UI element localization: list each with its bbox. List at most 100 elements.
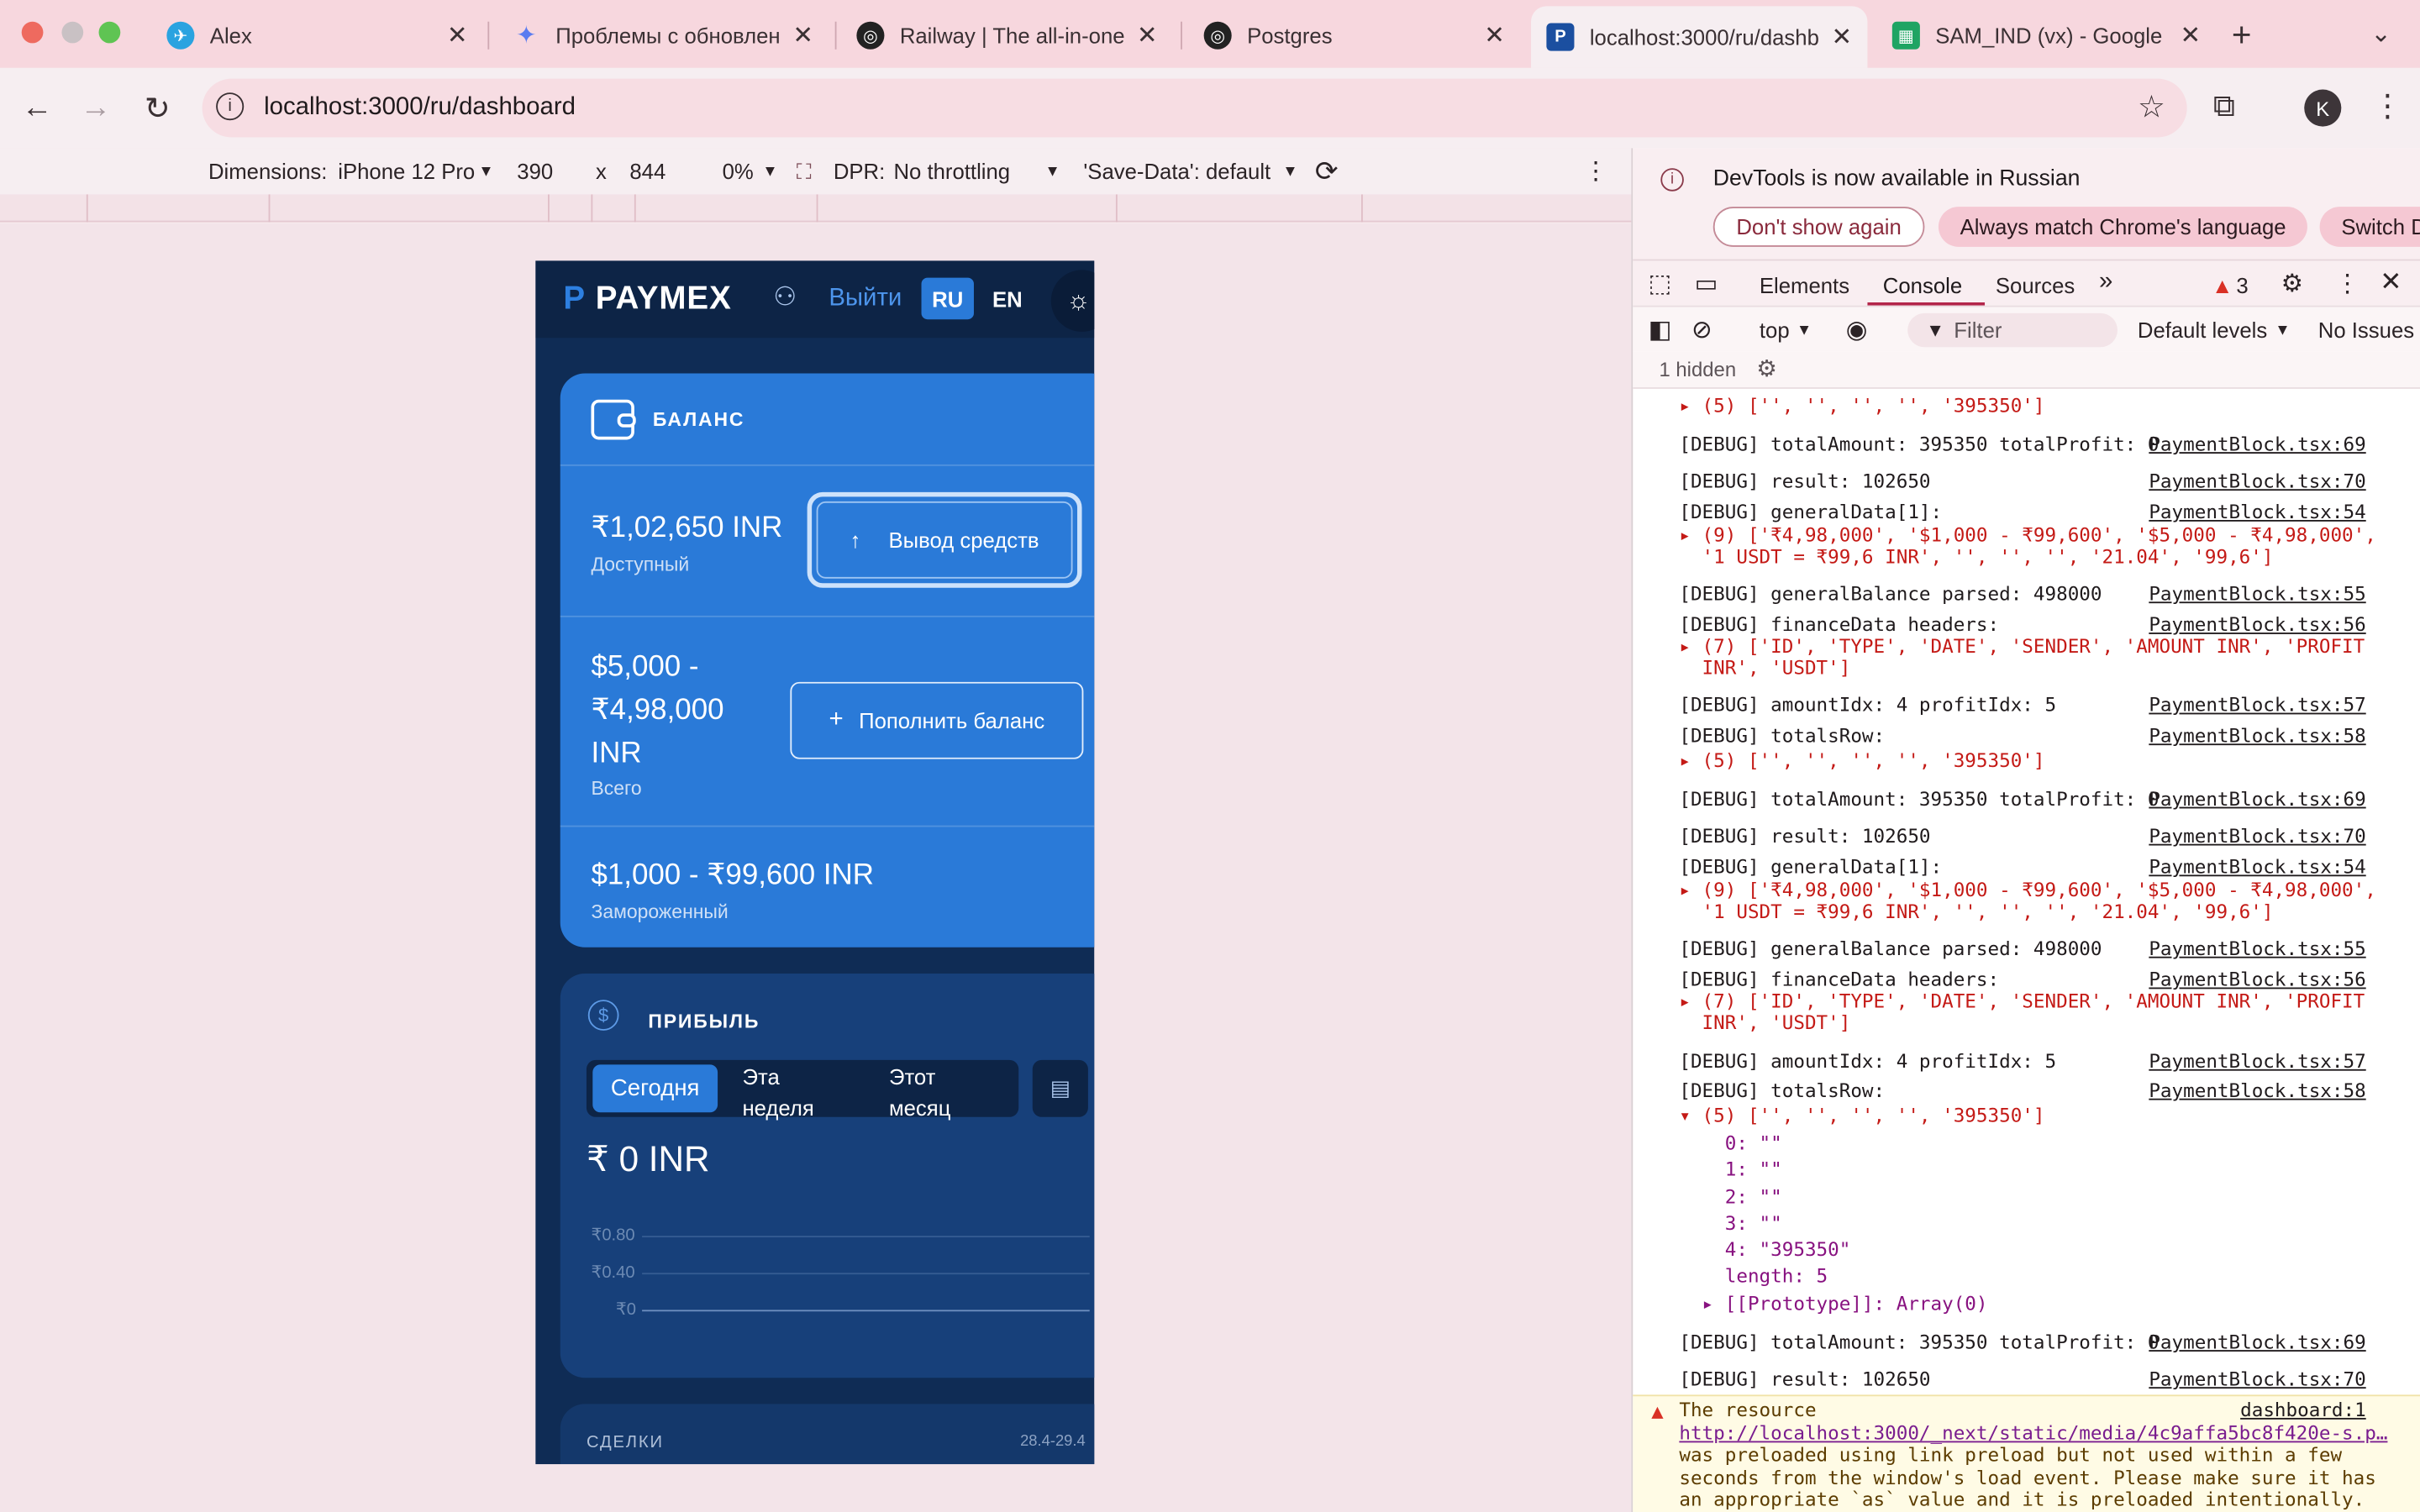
console-source-link[interactable]: PaymentBlock.tsx:69 (2149, 788, 2366, 811)
settings-gear-icon[interactable]: ⚙ (2281, 271, 2304, 298)
tab-sources[interactable]: Sources (1995, 273, 2075, 298)
tab-console[interactable]: Console (1882, 273, 1963, 298)
chevron-down-icon[interactable]: ⌄ (2370, 21, 2391, 48)
always-match-button[interactable]: Always match Chrome's language (1938, 207, 2308, 247)
tab-sheets[interactable]: ▦ SAM_IND (vx) - Google ✕ (1876, 9, 2216, 61)
forward-icon[interactable]: → (80, 90, 112, 124)
console-line[interactable]: ▸ (7) ['ID', 'TYPE', 'DATE', 'SENDER', '… (1679, 990, 2365, 1012)
warning-source-link[interactable]: dashboard:1 (2240, 1399, 2366, 1421)
tab-postgres[interactable]: ◎ Postgres ✕ (1188, 9, 1520, 61)
console-line[interactable]: ▸ (5) ['', '', '', '', '395350'] (1679, 749, 2045, 772)
console-source-link[interactable]: PaymentBlock.tsx:56 (2149, 614, 2366, 636)
close-window-button[interactable] (21, 21, 44, 44)
console-source-link[interactable]: PaymentBlock.tsx:69 (2149, 1331, 2366, 1353)
withdraw-button[interactable]: ↑ Вывод средств (807, 491, 1082, 588)
close-tab-icon[interactable]: ✕ (1484, 23, 1505, 50)
tab-elements[interactable]: Elements (1759, 273, 1850, 298)
console-line: 1: "" (1679, 1158, 1782, 1181)
tab-today[interactable]: Сегодня (592, 1064, 718, 1113)
rotate-icon[interactable]: ⟳ (1314, 155, 1339, 186)
device-toggle-icon[interactable]: ▭ (1694, 271, 1718, 298)
console-line[interactable]: ▸ [[Prototype]]: Array(0) (1679, 1293, 1988, 1315)
no-issues-label[interactable]: No Issues (2317, 318, 2415, 343)
tab-localhost[interactable]: P localhost:3000/ru/dashb ✕ (1531, 6, 1868, 68)
console-source-link[interactable]: PaymentBlock.tsx:54 (2149, 501, 2366, 523)
console-line[interactable]: ▾ (5) ['', '', '', '', '395350'] (1679, 1105, 2045, 1126)
height-input[interactable]: 844 (629, 159, 666, 184)
console-source-link[interactable]: PaymentBlock.tsx:55 (2149, 583, 2366, 605)
console-source-link[interactable]: PaymentBlock.tsx:56 (2149, 969, 2366, 991)
console-source-link[interactable]: PaymentBlock.tsx:70 (2149, 470, 2366, 492)
logout-link[interactable]: Выйти (829, 285, 902, 312)
inspect-icon[interactable]: ⬚ (1648, 271, 1672, 298)
width-input[interactable]: 390 (517, 159, 554, 184)
bookmark-star-icon[interactable]: ☆ (2137, 91, 2165, 125)
minimize-window-button[interactable] (61, 21, 84, 44)
dont-show-button[interactable]: Don't show again (1712, 207, 1925, 247)
chevron-down-icon: ▼ (478, 162, 494, 180)
tab-gemini[interactable]: ✦ Проблемы с обновлени ✕ (497, 9, 829, 61)
tab-railway[interactable]: ◎ Railway | The all-in-one ✕ (841, 9, 1173, 61)
console-line[interactable]: ▸ (9) ['₹4,98,000', '$1,000 - ₹99,600', … (1679, 879, 2376, 901)
more-tabs-icon[interactable]: » (2098, 268, 2113, 295)
theme-toggle-icon[interactable]: ☼ (1050, 270, 1095, 332)
close-tab-icon[interactable]: ✕ (2180, 23, 2202, 50)
close-tab-icon[interactable]: ✕ (792, 23, 813, 50)
close-tab-icon[interactable]: ✕ (1136, 23, 1158, 50)
back-icon[interactable]: ← (21, 90, 53, 124)
console-filter-bar: ◧ ⊘ top ▼ ◉ ▼ Filter Default levels ▼ No… (1633, 305, 2420, 352)
console-line: [DEBUG] generalData[1]: (1679, 501, 1943, 523)
deals-title: СДЕЛКИ (586, 1433, 664, 1452)
device-select[interactable]: iPhone 12 Pro (338, 159, 476, 184)
settings-gear-icon[interactable]: ⚙ (1756, 356, 1777, 383)
console-source-link[interactable]: PaymentBlock.tsx:58 (2149, 1079, 2366, 1102)
reload-icon[interactable]: ↻ (144, 92, 171, 126)
throttle-select[interactable]: No throttling (893, 159, 1011, 184)
console-source-link[interactable]: PaymentBlock.tsx:57 (2149, 1050, 2366, 1073)
new-tab-icon[interactable]: + (2231, 15, 2252, 55)
menu-icon[interactable]: ⋮ (1583, 159, 1608, 186)
maximize-window-button[interactable] (98, 21, 121, 44)
close-tab-icon[interactable]: ✕ (1831, 24, 1853, 51)
switch-button[interactable]: Switch D (2319, 207, 2420, 247)
menu-icon[interactable]: ⋮ (2334, 271, 2360, 298)
console-source-link[interactable]: PaymentBlock.tsx:69 (2149, 433, 2366, 455)
console-line[interactable]: ▸ (5) ['', '', '', '', '395350'] (1679, 395, 2045, 417)
warning-resource-link[interactable]: http://localhost:3000/_next/static/media… (1679, 1421, 2388, 1444)
console-line[interactable]: ▸ (7) ['ID', 'TYPE', 'DATE', 'SENDER', '… (1679, 635, 2365, 658)
console-source-link[interactable]: PaymentBlock.tsx:54 (2149, 856, 2366, 879)
levels-select[interactable]: Default levels (2137, 318, 2268, 343)
context-select[interactable]: top (1759, 318, 1790, 343)
console-source-link[interactable]: PaymentBlock.tsx:55 (2149, 937, 2366, 960)
issues-count[interactable]: 3 (2236, 273, 2249, 298)
paymex-logo[interactable]: P PAYMEX (563, 281, 732, 317)
console-line[interactable]: ▸ (9) ['₹4,98,000', '$1,000 - ₹99,600', … (1679, 524, 2376, 547)
sidebar-icon[interactable]: ◧ (1648, 318, 1672, 344)
menu-icon[interactable]: ⋮ (2372, 89, 2403, 123)
console-source-link[interactable]: PaymentBlock.tsx:58 (2149, 725, 2366, 747)
clear-console-icon[interactable]: ⊘ (1691, 318, 1712, 344)
console-source-link[interactable]: PaymentBlock.tsx:57 (2149, 694, 2366, 717)
zoom-select[interactable]: 0% (722, 159, 754, 184)
avatar[interactable]: K (2304, 89, 2342, 127)
lang-en-button[interactable]: EN (992, 286, 1023, 312)
console-source-link[interactable]: PaymentBlock.tsx:70 (2149, 825, 2366, 848)
filter-input[interactable] (1907, 312, 2118, 348)
warning-icon[interactable]: ▲ (2212, 273, 2233, 298)
close-icon[interactable]: ✕ (2380, 266, 2402, 297)
info-icon[interactable]: i (216, 92, 245, 121)
console-source-link[interactable]: PaymentBlock.tsx:70 (2149, 1368, 2366, 1390)
lang-ru-button[interactable]: RU (921, 277, 974, 320)
extensions-icon[interactable]: ⧉ (2212, 89, 2236, 123)
eye-icon[interactable]: ◉ (1845, 318, 1868, 344)
save-data-select[interactable]: 'Save-Data': default (1083, 159, 1271, 184)
address-bar[interactable]: i localhost:3000/ru/dashboard ☆ (202, 78, 2187, 138)
tab-telegram[interactable]: ✈ Alex ✕ (151, 9, 483, 61)
user-icon[interactable]: ⚇ (773, 282, 797, 312)
topup-button[interactable]: + Пополнить баланс (790, 681, 1084, 759)
close-tab-icon[interactable]: ✕ (446, 23, 468, 50)
plus-icon: + (829, 706, 844, 733)
calendar-icon[interactable]: ▤ (1032, 1059, 1088, 1117)
